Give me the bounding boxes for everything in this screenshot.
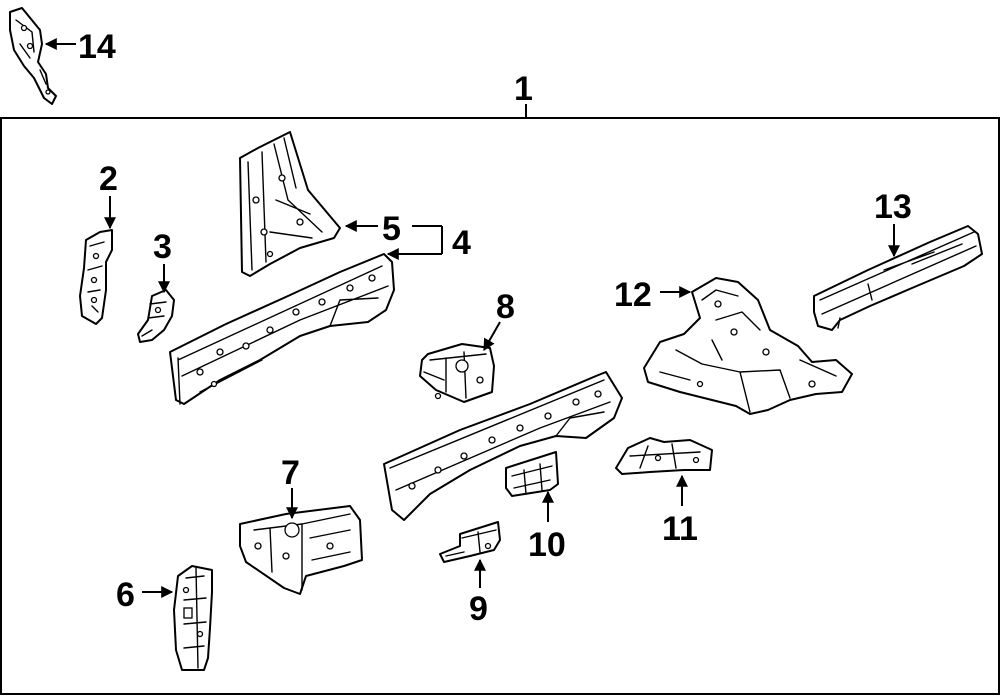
callout-9: 9: [469, 590, 488, 628]
callout-8: 8: [496, 288, 515, 326]
part-9-bracket: [439, 521, 501, 563]
part-3-bracket: [137, 289, 175, 343]
callout-7: 7: [281, 454, 300, 492]
part-10-bracket: [505, 451, 559, 497]
part-7-crossmember: [239, 505, 363, 595]
part-2-bracket: [79, 229, 113, 325]
part-8-mount: [419, 343, 495, 403]
callout-4: 4: [452, 224, 471, 262]
callout-2: 2: [99, 160, 118, 198]
callout-3: 3: [153, 228, 172, 266]
part-6-pillar: [173, 565, 213, 671]
part-12-rear-frame: [643, 277, 853, 415]
part-11-bracket: [615, 437, 713, 475]
callout-13: 13: [874, 188, 912, 226]
leader-8: [483, 321, 501, 352]
callout-11: 11: [662, 510, 698, 548]
callout-5: 5: [382, 210, 401, 248]
callout-1: 1: [514, 70, 533, 108]
part-4-side-rail: [169, 253, 395, 405]
assembly-frame: [0, 104, 1000, 695]
callout-14: 14: [78, 28, 116, 66]
part-13-rear-rail: [813, 225, 983, 331]
callout-6: 6: [116, 576, 135, 614]
callout-10: 10: [528, 526, 566, 564]
part-14-bracket: [9, 7, 57, 105]
part-10-center-rail: [383, 371, 623, 521]
callout-12: 12: [614, 276, 652, 314]
part-5-upper-panel: [239, 131, 341, 277]
